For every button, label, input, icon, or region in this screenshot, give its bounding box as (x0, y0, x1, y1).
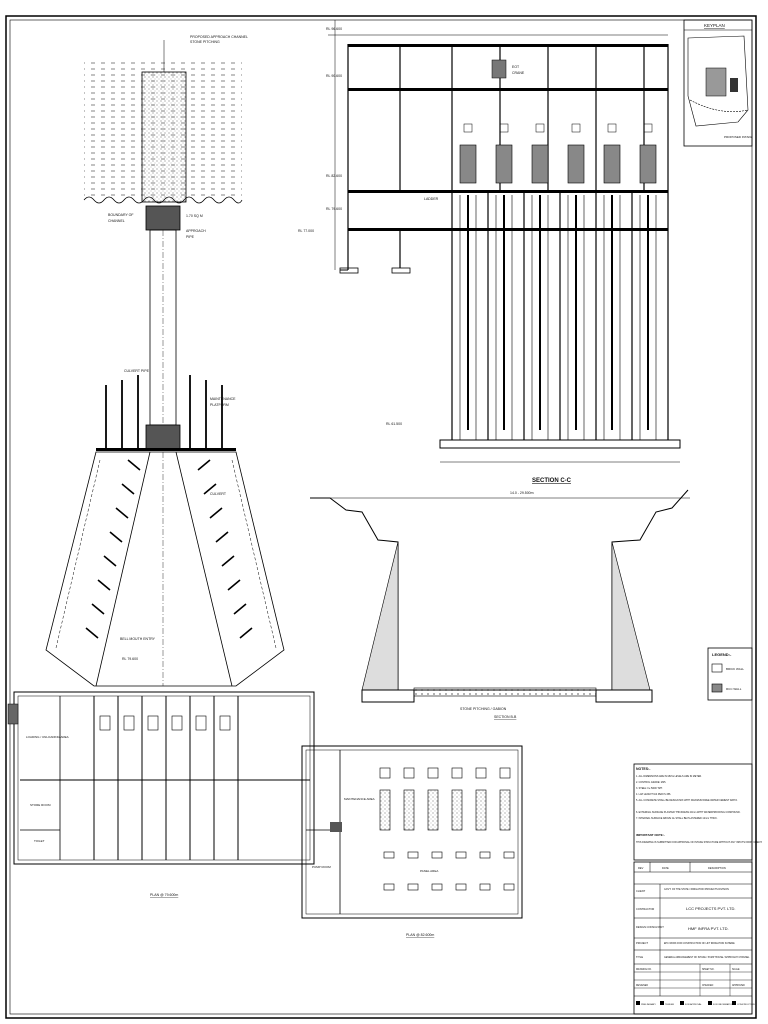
section-b-b: 14.0 - 29.500m STONE PITCHING / GABION S… (310, 489, 690, 719)
plan-b-title: PLAN @ 82.600m (406, 933, 434, 937)
svg-text:APPROACH: APPROACH (186, 229, 206, 233)
contractor-label: CONTRACTOR (636, 907, 654, 911)
legend-item: BRICK WALL (726, 667, 744, 671)
level-label: RL 82.600 (326, 174, 342, 178)
svg-text:CULVERT: CULVERT (210, 492, 227, 496)
meta-label: APPROVED (732, 984, 745, 987)
legend-item: RCC WALL (726, 687, 742, 691)
panel-label: PANEL AREA (420, 869, 438, 873)
consultant-label: DESIGN CONSULTANT (636, 925, 664, 929)
svg-text:STONE PITCHING: STONE PITCHING (190, 40, 220, 44)
note-line: 6. EXTERNAL SURFACE PLASTER THICKNESS 20… (636, 811, 741, 814)
legend: LEGEND:- BRICK WALL RCC WALL (707, 647, 753, 701)
title-value: GENERAL ARRANGEMENT OF INTAKE / PUMP HOU… (664, 956, 750, 959)
svg-text:PLATFORM: PLATFORM (210, 403, 229, 407)
project-label: PROJECT (636, 941, 649, 945)
notes-block: NOTES:- 1. ALL DIMENSIONS ARE IN MM & LE… (633, 763, 763, 861)
span-dimension: 14.0 - 29.500m (510, 491, 534, 495)
status-label: FOR INFORMATION (713, 1003, 734, 1006)
note-line: 3. STEEL: Fe 500D TMT. (636, 787, 663, 790)
approach-channel-plan: PROPOSED APPROACH CHANNEL STONE PITCHING… (45, 35, 285, 687)
status-label: TENDER (665, 1004, 674, 1006)
status-row: PRELIMINARY TENDER FOR APPROVAL FOR INFO… (636, 1001, 755, 1006)
maintenance-label: MAINTENANCE AREA (344, 797, 375, 801)
status-label: FOR APPROVAL (685, 1003, 703, 1006)
sheet-inner-border (9, 19, 753, 1015)
svg-text:CRANE: CRANE (512, 71, 525, 75)
note-line: 4. LAP LENGTH AS PER IS 456. (636, 793, 671, 796)
svg-text:RL 79.600: RL 79.600 (122, 657, 138, 661)
svg-text:CULVERT PIPE: CULVERT PIPE (124, 369, 150, 373)
level-label: RL 90.600 (326, 74, 342, 78)
note-line: 2. CONTROL GRADE: M25. (636, 781, 666, 784)
svg-text:BELL MOUTH ENTRY: BELL MOUTH ENTRY (120, 637, 156, 641)
keyplan-title: KEYPLAN (704, 23, 725, 28)
important-note-text: THIS DRAWING IS SUBMITTED FOR APPROVAL O… (636, 841, 763, 844)
svg-text:PIPE: PIPE (186, 235, 195, 239)
level-label: RL 79.600 (326, 207, 342, 211)
meta-label: CHECKED (702, 985, 714, 987)
note-line: 1. ALL DIMENSIONS ARE IN MM & LEVELS ARE… (636, 775, 702, 778)
sheet-outer-border (5, 15, 757, 1019)
client-label: CLIENT (636, 889, 646, 893)
keyplan-label: PROPOSED INTAKE (724, 135, 752, 139)
notes-title: NOTES:- (636, 767, 651, 771)
svg-text:1.70 SQ M: 1.70 SQ M (186, 214, 203, 218)
status-label: CONSTRUCTION (737, 1004, 755, 1006)
svg-text:MAINTENANCE: MAINTENANCE (210, 397, 236, 401)
meta-label: DRAWING NO. (636, 968, 652, 971)
meta-label: SCALE (732, 968, 740, 971)
section-bb-title: SECTION B-B (494, 715, 517, 719)
svg-text:EOT: EOT (512, 65, 520, 69)
section-cc-title: SECTION C-C (532, 478, 572, 484)
note-line: 7. INTERNAL SURFACE ABOVE GL SHALL BE PL… (636, 817, 718, 820)
plan-a-title: PLAN @ 79.600m (150, 893, 178, 897)
wagon-label: LOADING / UNLOADING AREA (26, 735, 69, 739)
note-line: 5. ALL CONCRETE SHALL BE DESIGN MIX WITH… (636, 799, 738, 802)
project-value: EPC WORK FOR CONSTRUCTION OF LIFT IRRIGA… (664, 942, 735, 945)
stone-pitching-label: STONE PITCHING / GABION (460, 707, 507, 711)
consultant-value: HMF INFRA PVT. LTD. (688, 926, 729, 931)
plan-b: MAINTENANCE AREA PANEL AREA PUMP ROOM PL… (301, 745, 523, 937)
keyplan: KEYPLAN PROPOSED INTAKE (683, 19, 752, 147)
pump-room-label: PUMP ROOM (312, 865, 331, 869)
ladder-label: LADDER (424, 197, 439, 201)
title-block: REV DATE DESCRIPTION CLIENT GOVT. OF THE… (633, 861, 755, 1015)
section-c-c: RL 96.600 RL 90.600 RL 82.600 RL 79.600 … (298, 20, 681, 484)
level-label: RL 77.000 (298, 229, 314, 233)
rev-header: DATE (662, 866, 669, 870)
toilet-label: TOILET (34, 839, 45, 843)
contractor-value: LCC PROJECTS PVT. LTD. (686, 906, 736, 911)
title-label: TITLE (636, 955, 643, 959)
svg-text:BOUNDARY OF: BOUNDARY OF (108, 213, 134, 217)
rev-header: REV (638, 866, 644, 870)
important-note-title: IMPORTANT NOTE:- (636, 833, 665, 837)
rev-header: DESCRIPTION (708, 866, 726, 870)
client-value: GOVT. OF THE STATE / IRRIGATION PROJECTS… (664, 888, 729, 891)
legend-swatch-brick (711, 663, 723, 673)
meta-label: DESIGNED (636, 985, 648, 987)
legend-title: LEGEND:- (712, 652, 732, 657)
legend-swatch-rcc (711, 683, 723, 693)
level-label: RL 96.600 (326, 27, 342, 31)
meta-label: SHEET NO. (702, 969, 715, 971)
status-label: PRELIMINARY (641, 1003, 656, 1006)
level-label: RL 61.500 (386, 422, 402, 426)
plan-a: LOADING / UNLOADING AREA STORE ROOM TOIL… (7, 691, 315, 897)
pump-units (459, 123, 657, 440)
svg-text:PROPOSED APPROACH CHANNEL: PROPOSED APPROACH CHANNEL (190, 35, 248, 39)
store-label: STORE ROOM (30, 803, 51, 807)
svg-text:CHANNEL: CHANNEL (108, 219, 125, 223)
